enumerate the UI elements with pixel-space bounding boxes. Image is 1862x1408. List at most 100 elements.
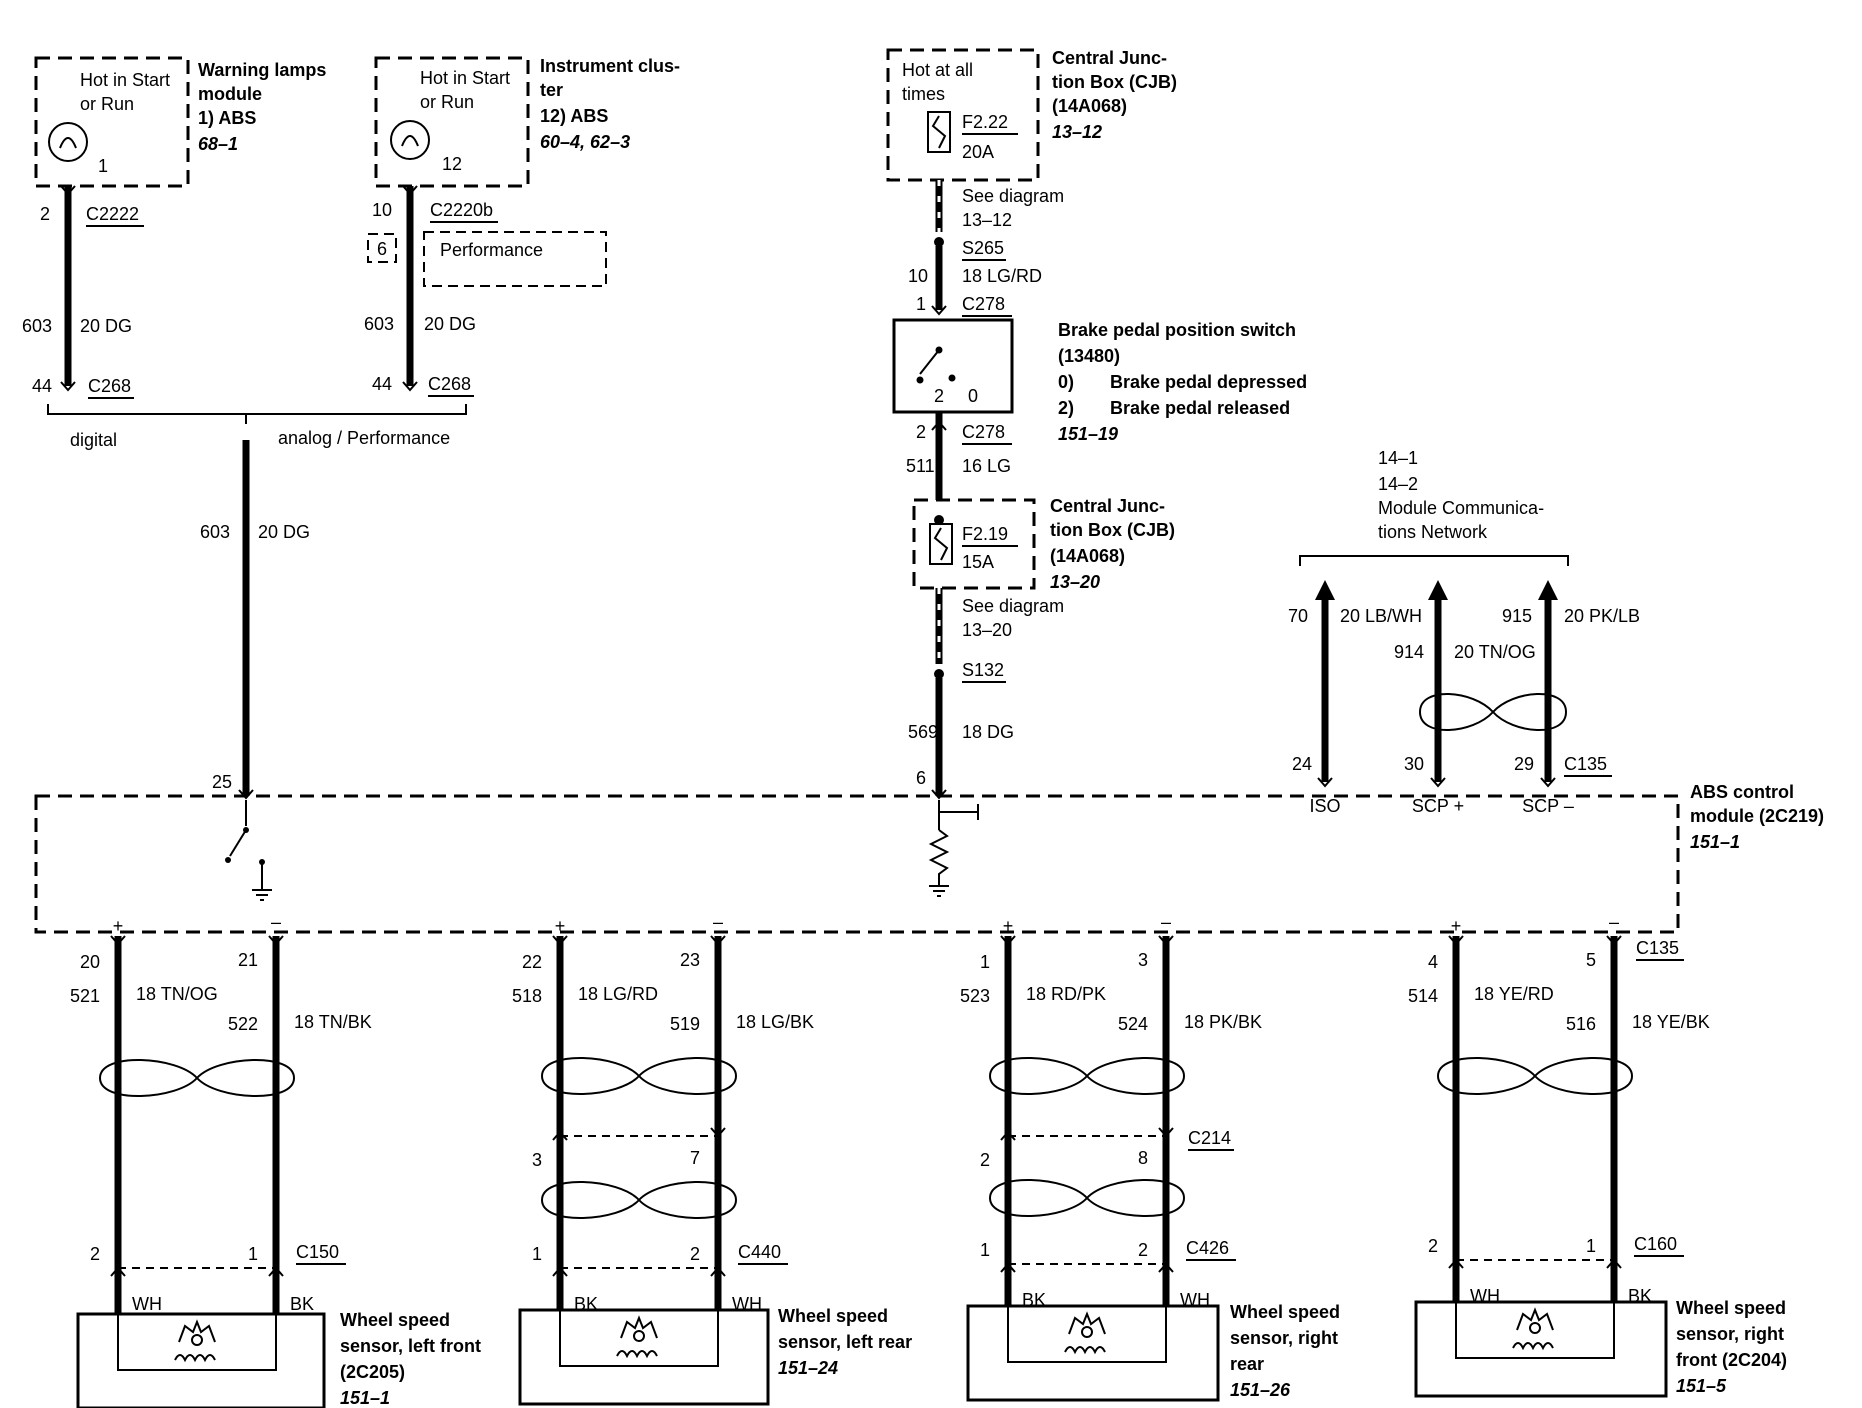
cluster-pin: 12 (442, 154, 462, 174)
connector-pin (268, 1266, 284, 1277)
pin-number: 8 (1138, 1148, 1148, 1168)
wire-gauge-color: 18 LG/RD (578, 984, 658, 1004)
twisted-pair-symbol (988, 1179, 1186, 1217)
wire-gauge-color: 18 DG (962, 722, 1014, 742)
sensor-connector: C160 (1634, 1234, 1677, 1254)
sensor-ref: 151–26 (1230, 1380, 1291, 1400)
pin-number: 3 (1138, 950, 1148, 970)
switch-state-num: 0) (1058, 372, 1074, 392)
cjb-top-title: Central Junc- (1052, 48, 1167, 68)
pin-number: 7 (690, 1148, 700, 1168)
pin-number: 3 (532, 1150, 542, 1170)
warning-lamps-ref: 68–1 (198, 134, 238, 154)
sensor-inner-box (559, 1309, 719, 1367)
network-arrow-icon (1538, 580, 1558, 600)
connector-c278: C278 (962, 294, 1005, 314)
sensor-title: sensor, left rear (778, 1332, 912, 1352)
wire-gauge-color: 20 LB/WH (1340, 606, 1422, 626)
cjb-top-title: (14A068) (1052, 96, 1127, 116)
abs-module-title: ABS control (1690, 782, 1794, 802)
polarity-plus: + (1003, 916, 1014, 936)
connector-pin (1158, 935, 1174, 946)
cluster-title: Instrument clus- (540, 56, 680, 76)
pin-number: 24 (1292, 754, 1312, 774)
wheel-speed-sensor-1 (518, 1308, 770, 1406)
cluster-title: ter (540, 80, 563, 100)
fuse-f2-22: F2.22 (962, 112, 1008, 132)
reluctor-hub-icon (1529, 1322, 1541, 1334)
sensor-coil-icon (616, 1350, 658, 1359)
reluctor-hub-icon (633, 1330, 645, 1342)
pin-number: 2 (90, 1244, 100, 1264)
connector-pin (268, 935, 284, 946)
warning-lamps-item: 1) ABS (198, 108, 256, 128)
abs-module-ref: 151–1 (1690, 832, 1740, 852)
network-bracket (1299, 555, 1569, 566)
see-diagram: See diagram (962, 186, 1064, 206)
brake-switch-title: Brake pedal position switch (1058, 320, 1296, 340)
connector-pin (931, 305, 947, 316)
fuse-rating: 15A (962, 552, 994, 572)
switch-pin: 2 (934, 386, 944, 406)
module-pin-25: 25 (212, 772, 232, 792)
sensor-ref: 151–24 (778, 1358, 838, 1378)
switch-contact (225, 857, 231, 863)
reluctor-ring-icon (1068, 1311, 1106, 1335)
connector-pin (402, 185, 418, 196)
fuse-element-icon (933, 527, 949, 561)
connector-pin (710, 935, 726, 946)
lamp-filament-icon (401, 135, 419, 147)
switch-pin: 0 (968, 386, 978, 406)
circuit-number: 603 (22, 316, 52, 336)
sensor-ref: 151–5 (1676, 1376, 1727, 1396)
switch-state-num: 2) (1058, 398, 1074, 418)
internal-switch-blade (229, 829, 247, 857)
cjb-top-title: tion Box (CJB) (1052, 72, 1177, 92)
cluster-item: 12) ABS (540, 106, 608, 126)
polarity-minus: – (713, 912, 723, 932)
signal-scp-minus: SCP – (1522, 796, 1574, 816)
lamp-icon (390, 120, 430, 160)
circuit-number: 603 (200, 522, 230, 542)
circuit-number: 516 (1566, 1014, 1596, 1034)
connector-pin (710, 1127, 726, 1138)
circuit-number: 569 (908, 722, 938, 742)
brake-switch-ref: 151–19 (1058, 424, 1118, 444)
connector-pin (552, 935, 568, 946)
lamp-icon (48, 122, 88, 162)
connector-pin (238, 789, 254, 800)
sensor-title: Wheel speed (1676, 1298, 1786, 1318)
abs-module-box (34, 794, 1680, 934)
wire-gauge-color: 18 TN/BK (294, 1012, 372, 1032)
brake-switch-title: (13480) (1058, 346, 1120, 366)
reluctor-ring-icon (178, 1319, 216, 1343)
connector-pin (1158, 1262, 1174, 1273)
wheel-speed-sensor-2 (966, 1304, 1220, 1402)
network-arrow-icon (1315, 580, 1335, 600)
connector-pin (402, 381, 418, 392)
branch-digital-label: digital (70, 430, 117, 450)
circuit-number: 70 (1288, 606, 1308, 626)
see-diagram: 13–12 (962, 210, 1012, 230)
sensor-connector: C426 (1186, 1238, 1229, 1258)
cjb-mid-title: tion Box (CJB) (1050, 520, 1175, 540)
lamp-filament-icon (59, 137, 77, 149)
connector-pin (1430, 777, 1446, 788)
circuit-number: 523 (960, 986, 990, 1006)
twisted-pair-symbol (540, 1181, 738, 1219)
pin-number: 2 (916, 422, 926, 442)
pin-number: 4 (1428, 952, 1438, 972)
branch-analog-label: analog / Performance (278, 428, 450, 448)
twisted-pair-symbol (540, 1057, 738, 1095)
connector-pin (931, 420, 947, 431)
connector-pin (60, 185, 76, 196)
connector-pin (110, 935, 126, 946)
wire-color: WH (132, 1294, 162, 1314)
connector-pin (1448, 1258, 1464, 1269)
network-ref: 14–2 (1378, 474, 1418, 494)
sensor-title: sensor, left front (340, 1336, 481, 1356)
connector-c278: C278 (962, 422, 1005, 442)
pin-number: 1 (248, 1244, 258, 1264)
pin-number: 10 (908, 266, 928, 286)
sensor-title: front (2C204) (1676, 1350, 1787, 1370)
